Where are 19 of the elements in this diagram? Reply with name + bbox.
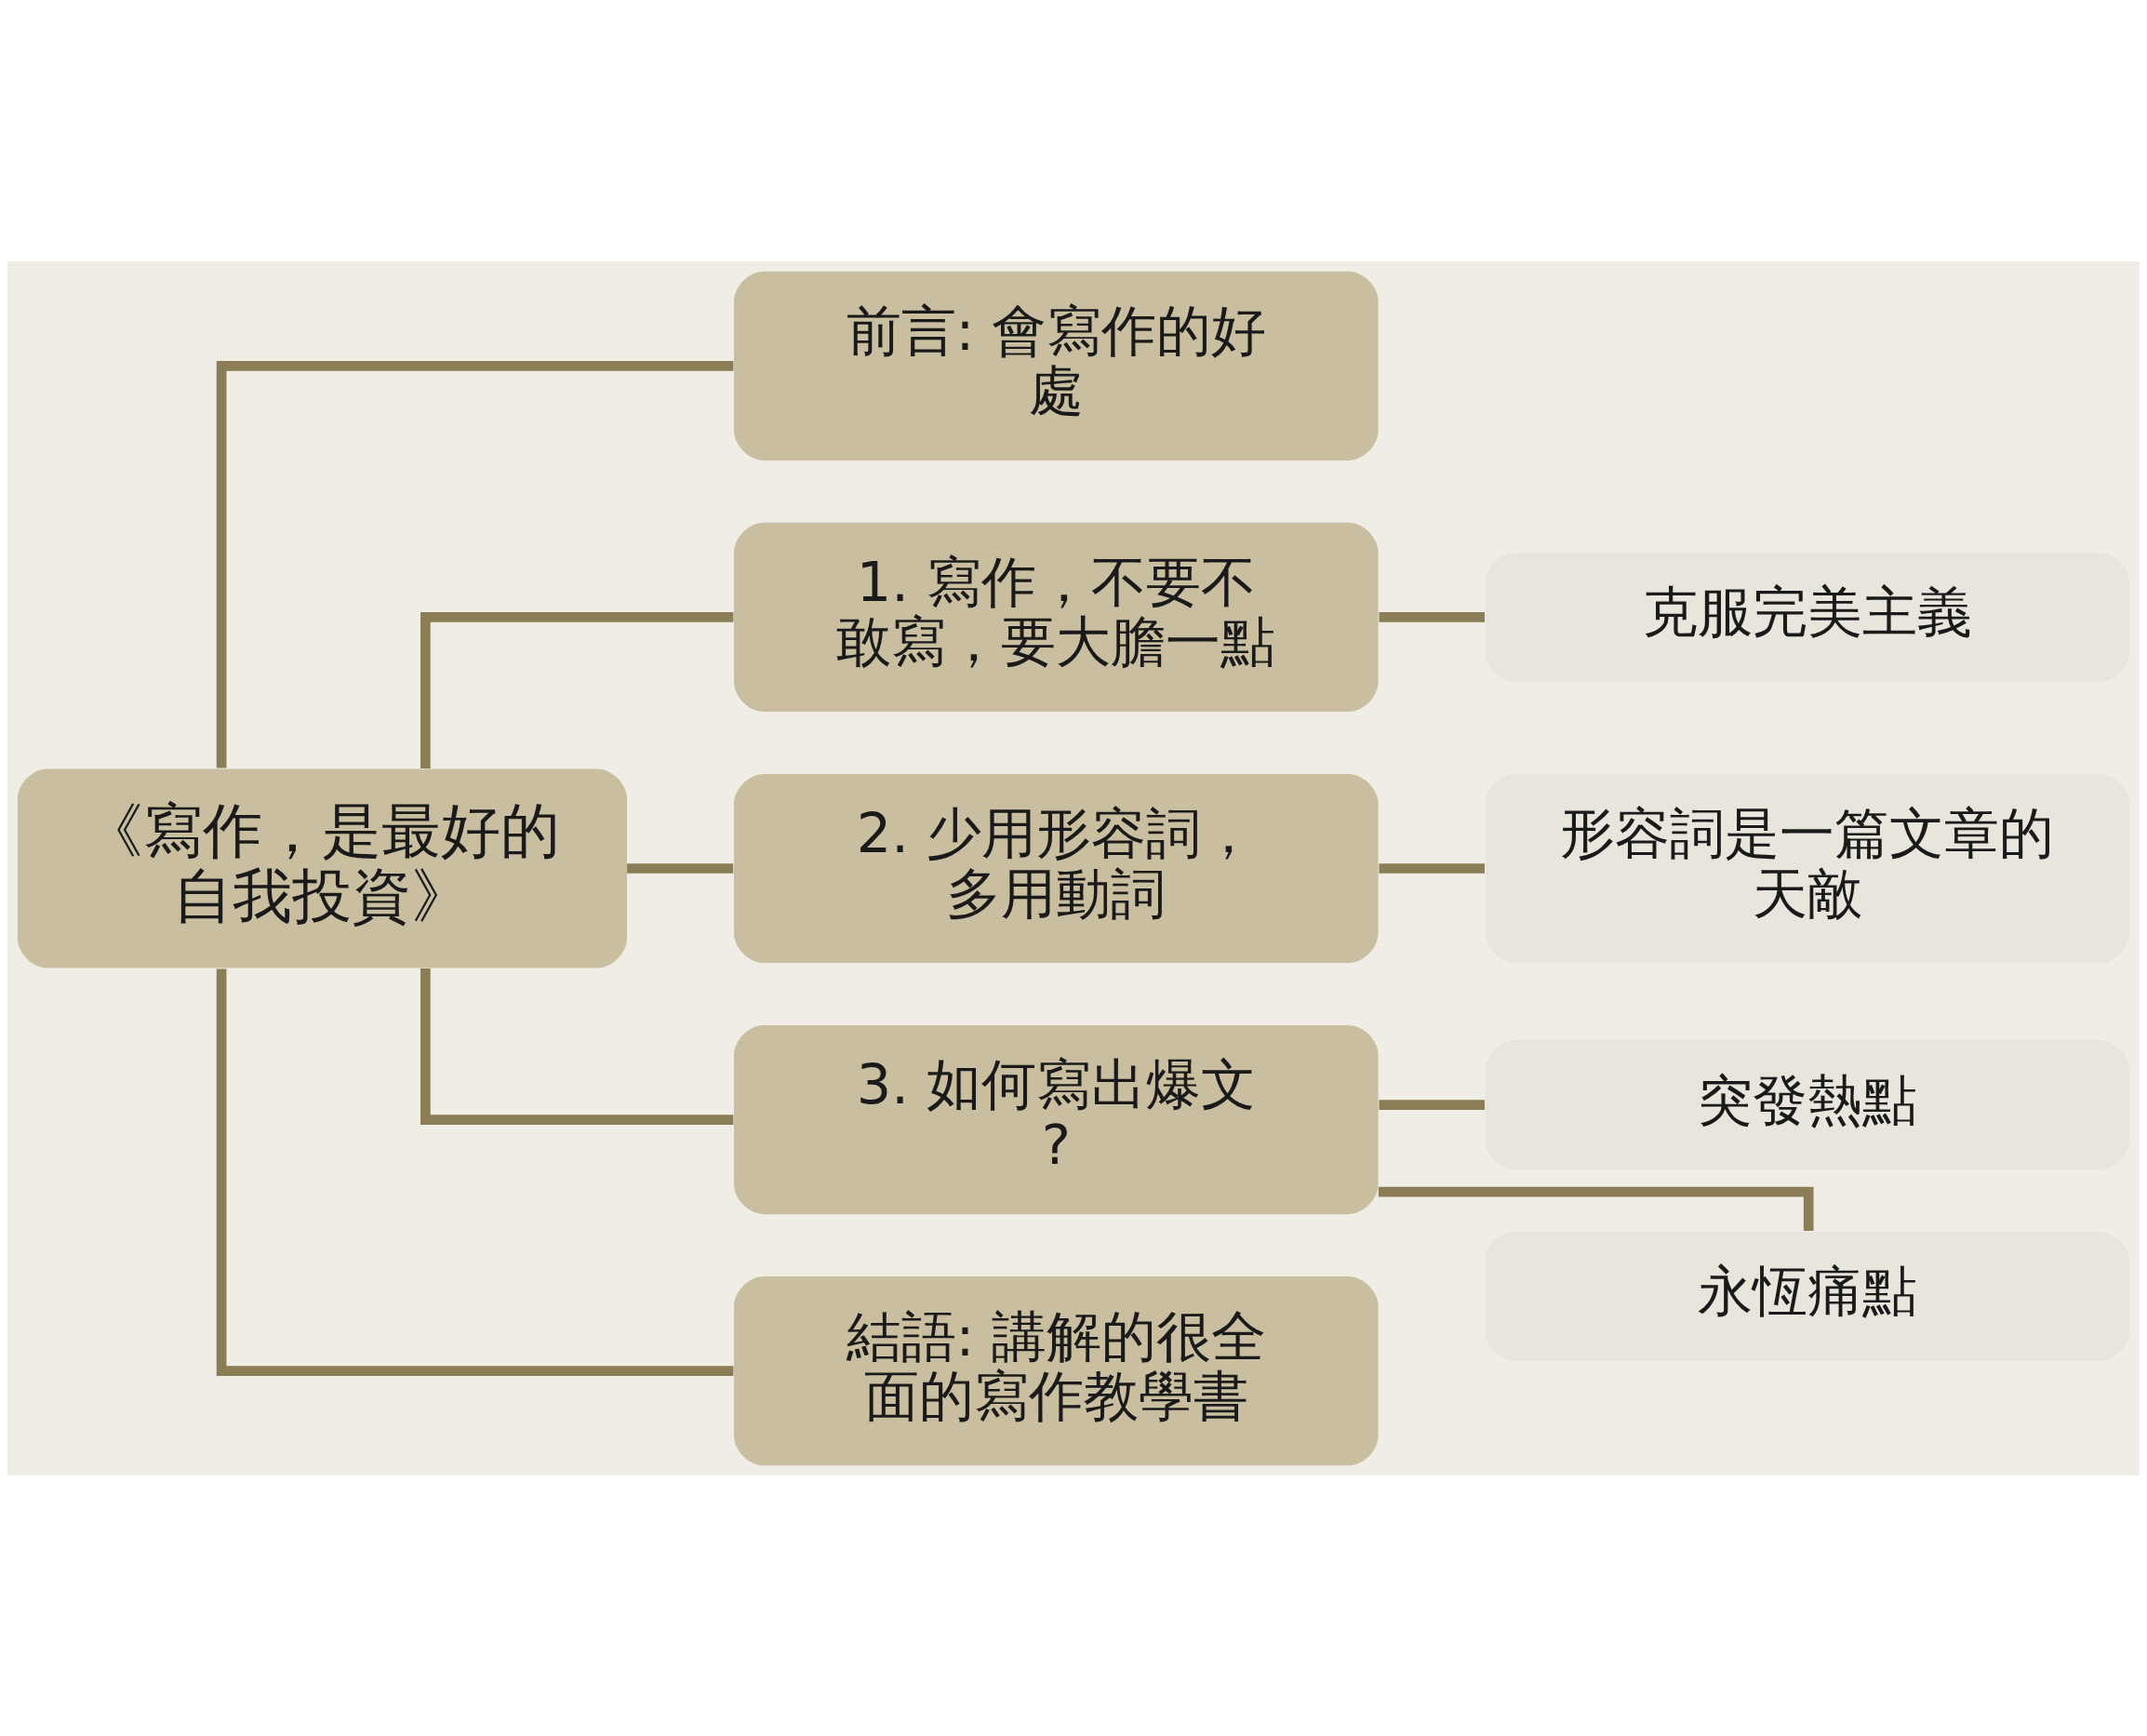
node-box: 2. 少用形容詞，多用動詞 — [733, 773, 1379, 963]
connector — [216, 968, 734, 1376]
node-box: 突發熱點 — [1485, 1039, 2130, 1169]
node-box: 《寫作，是最好的自我投資》 — [17, 768, 627, 968]
node-box: 1. 寫作，不要不敢寫，要大膽一點 — [733, 522, 1379, 712]
connector — [420, 968, 734, 1125]
connector — [1379, 862, 1485, 874]
node-box: 結語: 講解的很全面的寫作教學書 — [733, 1275, 1379, 1465]
connector — [1379, 611, 1485, 622]
node-box: 形容詞是一篇文章的天敵 — [1485, 773, 2130, 963]
connector — [627, 862, 734, 874]
connector — [1378, 1186, 1814, 1231]
connector — [216, 360, 734, 768]
node-box: 永恆痛點 — [1485, 1231, 2130, 1361]
connector — [1379, 1099, 1485, 1110]
connector — [420, 611, 734, 768]
node-box: 前言: 會寫作的好處 — [733, 271, 1379, 461]
node-box: 克服完美主義 — [1485, 552, 2130, 682]
node-box: 3. 如何寫出爆文? — [733, 1024, 1379, 1214]
